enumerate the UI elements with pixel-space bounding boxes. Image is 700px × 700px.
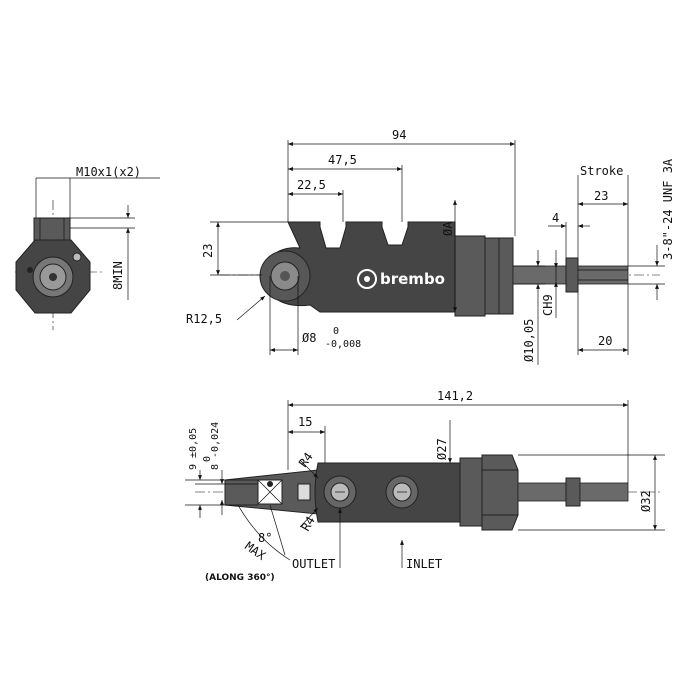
dim-8-top: 0 xyxy=(202,456,213,462)
thread-port-label: M10x1(x2) xyxy=(76,165,141,179)
rod-thread-top xyxy=(577,265,629,285)
dim-A: ØA xyxy=(441,221,455,236)
thread-rod-label: 3-8"-24 UNF 3A xyxy=(661,158,675,260)
dim-9-tol: 9 ±0,05 xyxy=(188,428,199,470)
nut-side xyxy=(565,477,581,507)
push-rod-side xyxy=(517,482,569,502)
d8-label: Ø8 xyxy=(302,331,316,345)
r4-top-label: R4 xyxy=(296,450,316,470)
dim-23-left: 23 xyxy=(201,244,215,258)
outlet-label: OUTLET xyxy=(292,557,335,571)
along-label: (ALONG 360°) xyxy=(205,573,275,583)
dim-4: 4 xyxy=(552,211,559,225)
d8-tol-top: 0 xyxy=(333,326,339,337)
dim-47-5: 47,5 xyxy=(328,153,357,167)
stroke-label: Stroke xyxy=(580,164,623,178)
min-8-label: 8MIN xyxy=(111,261,125,290)
push-rod-top xyxy=(512,265,569,285)
side-view: 141,2 15 Ø27 Ø32 R4 R4 9 ±0,05 0 8 -0,02… xyxy=(185,389,665,583)
angle-label: 8° xyxy=(258,531,272,545)
brand-logo-text: brembo xyxy=(380,270,445,288)
d32-label: Ø32 xyxy=(639,490,653,512)
dim-94: 94 xyxy=(392,128,406,142)
flange-hex-side xyxy=(481,454,519,531)
d10-05-label: Ø10,05 xyxy=(522,319,536,362)
top-view: brembo 94 47,5 22,5 23 ØA R12,5 Ø8 0 -0,… xyxy=(186,128,675,365)
dim-15: 15 xyxy=(298,415,312,429)
dim-20: 20 xyxy=(598,334,612,348)
ch9-label: CH9 xyxy=(541,294,555,316)
dim-8-tol: 8 -0,024 xyxy=(210,422,221,470)
flange-side xyxy=(459,457,483,527)
flange-top xyxy=(454,235,486,317)
end-view: M10x1(x2) 8MIN xyxy=(15,165,160,330)
r12-5-label: R12,5 xyxy=(186,312,222,326)
dim-23-right: 23 xyxy=(594,189,608,203)
d8-tol-bot: -0,008 xyxy=(325,339,361,350)
rod-thread-side xyxy=(579,482,629,502)
inlet-label: INLET xyxy=(406,557,442,571)
r4-bot-label: R4 xyxy=(298,514,317,534)
dim-141-2: 141,2 xyxy=(437,389,473,403)
dim-22-5: 22,5 xyxy=(297,178,326,192)
d27-label: Ø27 xyxy=(435,438,449,460)
nut-top xyxy=(565,257,579,293)
